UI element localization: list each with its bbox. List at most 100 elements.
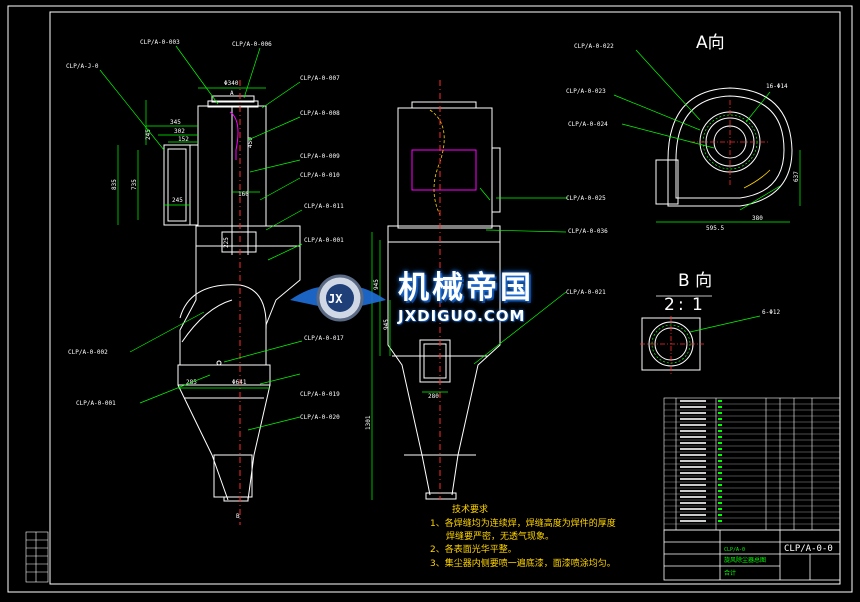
watermark-logo: JX	[290, 274, 386, 322]
label-clp-009: CLP/A-0-009	[300, 153, 340, 160]
parts-row-mark	[680, 442, 706, 444]
tech-line-3: 3、集尘器内侧要喷一遍底漆，面漆喷涂均匀。	[430, 557, 616, 569]
parts-row-mark	[680, 496, 706, 498]
dim-152: 152	[178, 136, 189, 143]
title-material: 合计	[724, 569, 736, 577]
dim-595-5: 595.5	[706, 225, 724, 232]
parts-row-material	[718, 442, 722, 444]
label-clp-008: CLP/A-0-008	[300, 110, 340, 117]
dim-245-vert: 245	[145, 129, 152, 140]
watermark-cn: 机械帝国	[398, 270, 534, 306]
label-16-dia14: 16-Φ14	[766, 83, 788, 90]
title-name: 旋风除尘器总图	[724, 556, 766, 564]
parts-row-material	[718, 520, 722, 522]
parts-row-mark	[680, 460, 706, 462]
title-drawing-no: CLP/A-0-0	[784, 544, 833, 554]
parts-row-material	[718, 454, 722, 456]
b-scale-sep: :	[678, 295, 684, 315]
label-clp-006: CLP/A-0-006	[232, 41, 272, 48]
dim-245: 245	[172, 197, 183, 204]
label-clp-010: CLP/A-0-010	[300, 172, 340, 179]
label-clp-021: CLP/A-0-021	[566, 289, 606, 296]
parts-row-material	[718, 412, 722, 414]
a-scroll-accent	[743, 169, 771, 189]
outer-border	[7, 5, 853, 593]
parts-row-mark	[680, 430, 706, 432]
side-dims	[371, 187, 568, 500]
revision-box	[25, 531, 49, 583]
parts-row-material	[718, 418, 722, 420]
dim-302: 302	[174, 128, 185, 135]
parts-row-material	[718, 466, 722, 468]
a-view-dims	[613, 49, 801, 223]
label-clp-a-j-0: CLP/A-J-0	[66, 63, 99, 70]
parts-row-mark	[680, 502, 706, 504]
b-scale-left: 2	[664, 295, 675, 315]
label-clp-003: CLP/A-0-003	[140, 39, 180, 46]
front-view	[163, 95, 301, 502]
parts-row-mark	[680, 418, 706, 420]
parts-rows	[664, 400, 840, 525]
b-letter-front: B	[236, 513, 240, 520]
parts-row-mark	[680, 406, 706, 408]
parts-row-mark	[680, 412, 706, 414]
parts-row-mark	[680, 472, 706, 474]
dim-380: 380	[752, 215, 763, 222]
dim-641: Φ641	[232, 379, 247, 386]
label-clp-023: CLP/A-0-023	[566, 88, 606, 95]
front-hopper-box	[221, 231, 257, 253]
tech-line-1b: 焊缝要严密，无透气现象。	[446, 530, 554, 542]
b-leader	[689, 315, 761, 333]
dim-835: 835	[111, 179, 118, 190]
tech-line-1: 1、各焊缝均为连续焊，焊缝高度为焊件的厚度	[430, 517, 616, 529]
label-clp-002: CLP/A-0-002	[68, 349, 108, 356]
label-clp-017: CLP/A-0-017	[304, 335, 344, 342]
label-6-dia12: 6-Φ12	[762, 309, 780, 316]
dim-637: 637	[793, 171, 800, 182]
dim-280: 280	[428, 393, 439, 400]
a-letter-front: A	[230, 90, 234, 97]
side-view	[387, 101, 501, 500]
label-clp-025: CLP/A-0-025	[566, 195, 606, 202]
label-clp-036: CLP/A-0-036	[568, 228, 608, 235]
dim-160: 160	[238, 191, 249, 198]
parts-row-material	[718, 490, 722, 492]
parts-row-material	[718, 460, 722, 462]
label-clp-022: CLP/A-0-022	[574, 43, 614, 50]
a-view-title: A向	[696, 33, 725, 53]
parts-row-mark	[680, 478, 706, 480]
label-clp-024: CLP/A-0-024	[568, 121, 608, 128]
dim-1301: 1301	[365, 415, 372, 430]
parts-row-mark	[680, 454, 706, 456]
parts-row-mark	[680, 400, 706, 402]
parts-row-mark	[680, 436, 706, 438]
front-leaders	[99, 45, 303, 431]
tech-line-2: 2、各表面光华平整。	[430, 543, 517, 555]
watermark-badge-text: JX	[328, 292, 343, 306]
front-inner-curve	[229, 111, 239, 160]
inner-frame	[49, 11, 841, 585]
parts-row-mark	[680, 484, 706, 486]
label-clp-019: CLP/A-0-019	[300, 391, 340, 398]
label-clp-007: CLP/A-0-007	[300, 75, 340, 82]
parts-row-material	[718, 406, 722, 408]
dim-345: 345	[170, 119, 181, 126]
dim-450: 450	[247, 137, 254, 148]
b-scale-right: 1	[692, 295, 703, 315]
parts-row-mark	[680, 424, 706, 426]
parts-row-material	[718, 424, 722, 426]
label-clp-001a: CLP/A-0-001	[304, 237, 344, 244]
parts-row-material	[718, 448, 722, 450]
label-clp-011: CLP/A-0-011	[304, 203, 344, 210]
parts-row-material	[718, 478, 722, 480]
parts-row-material	[718, 502, 722, 504]
parts-row-material	[718, 496, 722, 498]
dim-945b: 945	[383, 319, 390, 330]
watermark-en: JXDIGUO.COM	[398, 307, 526, 325]
side-inner-box	[411, 149, 477, 191]
parts-row-mark	[680, 490, 706, 492]
dim-735: 735	[131, 179, 138, 190]
parts-row-mark	[680, 448, 706, 450]
